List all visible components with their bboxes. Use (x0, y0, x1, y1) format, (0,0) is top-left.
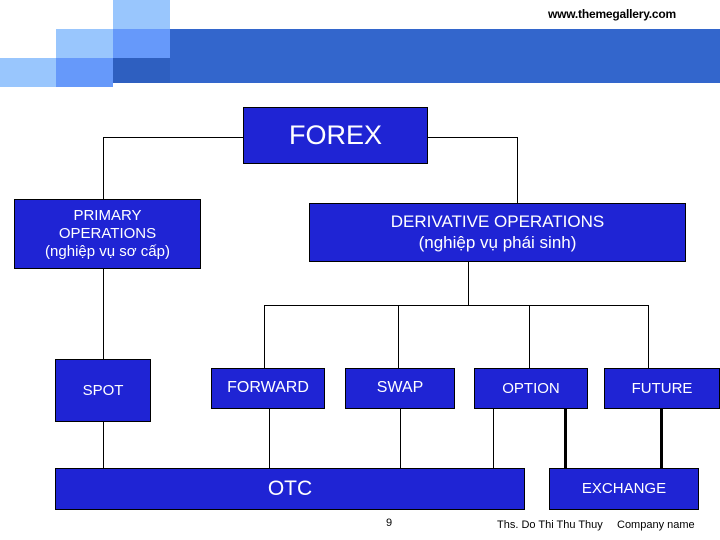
header-square-3 (56, 29, 113, 58)
connector-forward-to-otc (269, 409, 270, 468)
node-otc[interactable]: OTC (55, 468, 525, 510)
node-derivative-operations[interactable]: DERIVATIVE OPERATIONS (nghiệp vụ phái si… (309, 203, 686, 262)
header-square-5 (56, 58, 113, 87)
node-primary-operations[interactable]: PRIMARY OPERATIONS (nghiệp vụ sơ cấp) (14, 199, 201, 269)
connector-future-to-exchange (660, 409, 663, 471)
connector-option-to-exchange (564, 409, 567, 471)
node-forex[interactable]: FOREX (243, 107, 428, 164)
connector-bus-to-option (529, 305, 530, 368)
connector-bus-to-forward (264, 305, 265, 368)
header-square-2 (113, 29, 170, 58)
node-forward[interactable]: FORWARD (211, 368, 325, 409)
header-square-1 (113, 0, 170, 29)
connector-root-to-derivative (517, 137, 518, 203)
header-square-4 (0, 58, 57, 87)
connector-swap-to-otc (400, 409, 401, 468)
node-spot[interactable]: SPOT (55, 359, 151, 422)
connector-root-to-primary (103, 137, 104, 199)
slide-number: 9 (386, 517, 393, 529)
site-url-label: www.themegallery.com (547, 7, 676, 21)
header-band (113, 29, 720, 83)
connector-bus-to-future (648, 305, 649, 368)
connector-spot-to-otc (103, 422, 104, 468)
header-square-6 (113, 58, 170, 83)
node-swap[interactable]: SWAP (345, 368, 455, 409)
company-name-label: Company name (617, 519, 695, 531)
connector-bus-to-swap (398, 305, 399, 368)
node-future[interactable]: FUTURE (604, 368, 720, 409)
connector-derivative-drop (468, 262, 469, 306)
connector-option-to-otc (493, 409, 494, 468)
connector-primary-to-spot (103, 269, 104, 359)
connector-derivative-bus (264, 305, 649, 306)
node-exchange[interactable]: EXCHANGE (549, 468, 699, 510)
node-option[interactable]: OPTION (474, 368, 588, 409)
author-label: Ths. Do Thi Thu Thuy (497, 519, 603, 531)
